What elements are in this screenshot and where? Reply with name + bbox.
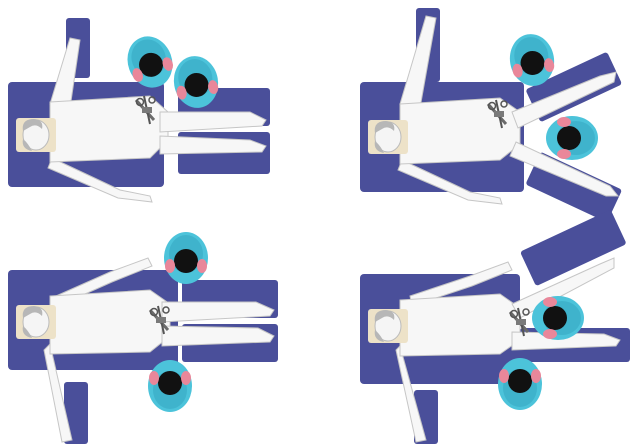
surgeon-icon [532,296,584,340]
patient-head [16,118,56,152]
surgeon-icon [498,358,542,410]
leg-board [520,210,627,287]
surgeon-icon [164,232,208,284]
panel-bottom-left [8,232,278,444]
patient-head [368,120,408,154]
patient-head [16,305,56,339]
patient-head [368,309,408,343]
panel-top-right [360,8,622,222]
panel-bottom-right [360,210,630,444]
surgeon-icon [546,116,598,160]
surgeon-icon [148,360,192,412]
panel-top-left [8,18,270,202]
